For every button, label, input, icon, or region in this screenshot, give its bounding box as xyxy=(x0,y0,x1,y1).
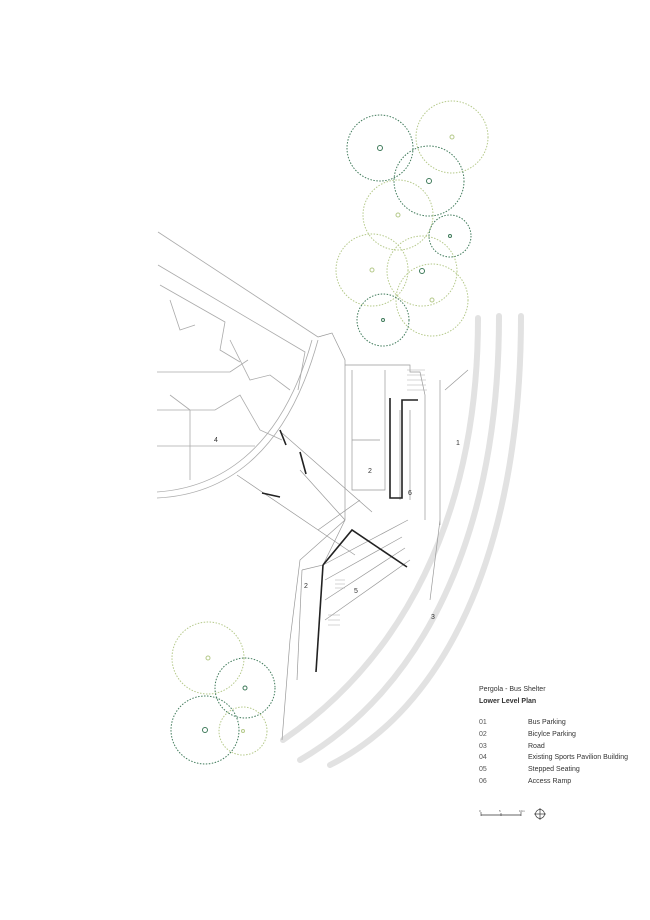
shelter-structure xyxy=(236,332,469,741)
scale-tick: 5 xyxy=(499,809,501,813)
legend: Pergola - Bus Shelter Lower Level Plan 0… xyxy=(479,686,639,787)
plan-label-pavilion: 4 xyxy=(214,437,218,444)
plan-label-bicycle-parking: 2 xyxy=(368,468,372,475)
tree xyxy=(428,214,472,258)
plan-label-stepped-seating: 5 xyxy=(354,588,358,595)
scale-tick: 0 xyxy=(479,809,481,813)
stairs xyxy=(328,369,427,626)
legend-number: 01 xyxy=(479,719,487,727)
legend-item: 05 Stepped Seating xyxy=(479,764,639,776)
legend-label: Road xyxy=(528,742,545,750)
legend-number: 06 xyxy=(479,777,487,785)
legend-number: 04 xyxy=(479,754,487,762)
legend-item: 02 Bicylce Parking xyxy=(479,729,639,741)
legend-label: Bus Parking xyxy=(528,719,566,727)
tree xyxy=(362,179,434,251)
legend-label: Existing Sports Pavilion Building xyxy=(528,754,628,762)
scale-bar: 0 5 10m xyxy=(479,808,546,820)
legend-number: 05 xyxy=(479,766,487,774)
scale-tick: 10m xyxy=(519,809,525,813)
tree xyxy=(393,145,465,217)
legend-item: 01 Bus Parking xyxy=(479,717,639,729)
tree xyxy=(386,235,458,307)
trees xyxy=(170,100,489,765)
road xyxy=(280,313,524,768)
tree xyxy=(415,100,489,174)
north-arrow-icon xyxy=(534,808,546,820)
tree xyxy=(395,263,469,337)
legend-number: 02 xyxy=(479,731,487,739)
drawing-title: Lower Level Plan xyxy=(479,698,537,705)
legend-item: 06 Access Ramp xyxy=(479,775,639,787)
tree xyxy=(218,706,268,756)
plan-label-access-ramp: 6 xyxy=(408,490,412,497)
legend-item: 03 Road xyxy=(479,740,639,752)
tree xyxy=(346,114,414,182)
tree-trunks xyxy=(202,134,455,733)
legend-label: Bicylce Parking xyxy=(528,731,576,739)
tree xyxy=(214,657,276,719)
tree xyxy=(356,293,410,347)
plan-label-bicycle-parking-2: 2 xyxy=(304,583,308,590)
legend-number: 03 xyxy=(479,742,487,750)
existing-pavilion-building xyxy=(156,231,319,499)
tree xyxy=(170,695,240,765)
tree xyxy=(171,621,245,695)
plan-label-bus-parking: 1 xyxy=(456,440,460,447)
plan-label-road: 3 xyxy=(431,614,435,621)
tree xyxy=(335,233,409,307)
legend-label: Access Ramp xyxy=(528,777,572,785)
walls xyxy=(261,398,418,673)
legend-item: 04 Existing Sports Pavilion Building xyxy=(479,752,639,764)
drawing-subtitle: Pergola - Bus Shelter xyxy=(479,686,546,693)
legend-label: Stepped Seating xyxy=(528,766,580,774)
